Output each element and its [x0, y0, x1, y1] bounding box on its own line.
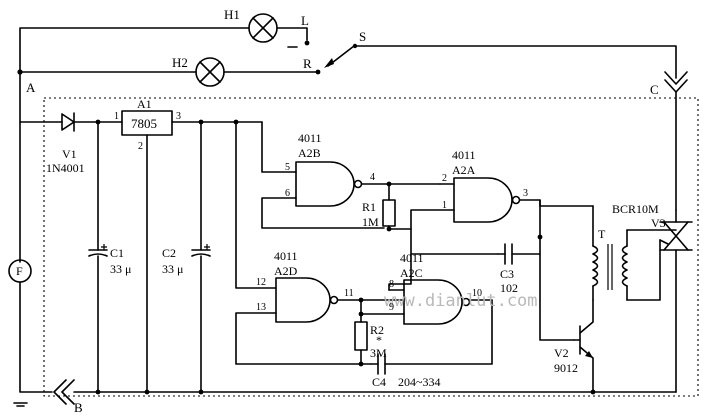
diode-v1 — [61, 112, 75, 132]
module-boundary — [43, 97, 699, 397]
resistor-r2 — [354, 299, 405, 367]
label-c: C — [650, 82, 659, 97]
label-t: T — [598, 227, 606, 241]
source-f — [8, 259, 53, 407]
label-pin13: 13 — [256, 302, 266, 313]
label-a1: A1 — [137, 97, 152, 111]
label-v2-part: 9012 — [554, 361, 578, 375]
label-pin5: 5 — [285, 162, 290, 173]
label-a2d: A2D — [274, 264, 298, 278]
label-c2: C2 — [162, 246, 176, 260]
label-h1: H1 — [224, 7, 240, 22]
label-r2-mark: * — [376, 333, 382, 347]
label-a2b: A2B — [298, 146, 321, 160]
connector-c — [664, 71, 688, 211]
label-a2a: A2A — [452, 163, 476, 177]
capacitor-c1 — [88, 121, 108, 393]
label-triac-part: BCR10M — [612, 202, 659, 216]
label-c3: C3 — [500, 267, 514, 281]
label-reg-part: 7805 — [131, 116, 157, 131]
label-reg-pin1: 1 — [114, 111, 119, 122]
connector-b — [53, 379, 75, 405]
label-pin6: 6 — [285, 188, 290, 199]
label-c1: C1 — [110, 246, 124, 260]
label-pin4: 4 — [370, 172, 375, 183]
label-v3: V3 — [651, 216, 666, 230]
label-a2c: A2C — [400, 266, 423, 280]
label-c1-val: 33 μ — [110, 262, 131, 276]
label-h2: H2 — [172, 55, 188, 70]
label-pin2: 2 — [442, 173, 447, 184]
transistor-v2 — [573, 299, 594, 393]
label-v1: V1 — [62, 147, 77, 161]
watermark-text: www.dianlut.com — [384, 291, 538, 311]
label-pin1: 1 — [442, 200, 447, 211]
label-pin8: 8 — [389, 279, 394, 290]
gate-a2b — [261, 121, 441, 229]
label-c3-val: 102 — [500, 281, 518, 295]
label-b: B — [74, 400, 83, 415]
pulse-transformer-t — [539, 199, 677, 301]
label-a2b-chip: 4011 — [298, 131, 322, 145]
label-reg-pin2: 2 — [138, 141, 143, 152]
labels: H1 H2 L R S A B C F A1 7805 1 2 3 V1 1N4… — [16, 7, 666, 415]
label-a: A — [26, 80, 36, 95]
label-c4-val: 204~334 — [398, 375, 441, 389]
label-r2-val: 3M — [370, 346, 387, 360]
label-pin11: 11 — [344, 288, 354, 299]
label-pin3: 3 — [523, 188, 528, 199]
gate-a2a — [410, 177, 541, 255]
label-r1-val: 1M — [362, 215, 379, 229]
label-reg-pin3: 3 — [176, 111, 181, 122]
supply-section — [19, 110, 677, 395]
lamp-circuit — [17, 13, 688, 263]
capacitor-c3 — [497, 234, 575, 341]
gate-a2c — [388, 253, 493, 325]
wire-h1-to-l — [276, 27, 308, 41]
label-r: R — [303, 56, 312, 71]
label-pin10: 10 — [472, 288, 482, 299]
label-pin9: 9 — [389, 302, 394, 313]
wire-top — [19, 27, 250, 73]
label-c2-val: 33 μ — [162, 262, 183, 276]
triac-v3 — [659, 209, 693, 393]
label-r1: R1 — [362, 200, 376, 214]
label-f: F — [16, 264, 23, 278]
lamp-h2 — [195, 57, 225, 87]
switch-s — [324, 43, 677, 79]
label-s: S — [359, 29, 366, 44]
label-pin12: 12 — [256, 277, 266, 288]
label-a2c-chip: 4011 — [400, 251, 424, 265]
capacitor-c2 — [191, 121, 211, 393]
label-v1-part: 1N4001 — [46, 161, 85, 175]
lamp-h1 — [248, 13, 278, 43]
label-l: L — [301, 13, 309, 28]
label-r2: R2 — [370, 323, 384, 337]
label-c4: C4 — [372, 375, 386, 389]
gate-a2d — [235, 121, 405, 365]
label-a2d-chip: 4011 — [274, 249, 298, 263]
capacitor-c4 — [370, 299, 493, 375]
resistor-r1 — [382, 183, 412, 232]
label-v2: V2 — [554, 346, 569, 360]
label-a2a-chip: 4011 — [452, 148, 476, 162]
